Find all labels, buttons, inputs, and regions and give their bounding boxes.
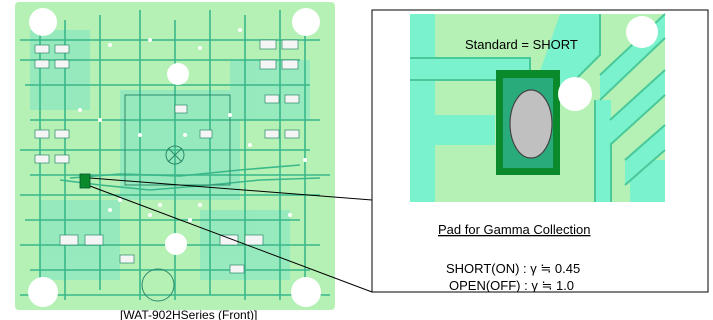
standard-label: Standard = SHORT <box>465 37 578 52</box>
short-line: SHORT(ON) : γ ≒ 0.45 <box>446 261 580 276</box>
mounting-hole-top-left <box>29 8 57 36</box>
leader-line-upper <box>89 177 373 201</box>
mounting-hole-bottom-right <box>291 277 321 307</box>
pcb-mounting-holes <box>28 8 321 307</box>
pcb-vias <box>78 28 307 222</box>
mounting-hole-mid-bottom <box>165 233 187 255</box>
pcb-board: [WAT-902HSeries (Front)] <box>15 2 335 320</box>
zoom-trace-outlines <box>410 13 666 202</box>
pad-title: Pad for Gamma Collection <box>438 222 590 237</box>
leader-line-lower <box>89 185 373 293</box>
mounting-hole-top-right <box>292 8 320 36</box>
open-line: OPEN(OFF) : γ ≒ 1.0 <box>449 278 574 293</box>
gamma-pad-oval <box>509 89 553 159</box>
leader-lines <box>89 177 373 293</box>
zoom-via-right <box>626 16 658 48</box>
mounting-hole-bottom-left <box>28 277 58 307</box>
gamma-pad-marker <box>79 173 91 189</box>
mounting-hole-mid-top <box>167 63 189 85</box>
zoom-panel: Standard = SHORT Pad for Gamma Collectio… <box>371 9 709 293</box>
zoom-via-left <box>558 77 592 111</box>
zoom-image: Standard = SHORT <box>410 13 666 202</box>
pcb-components <box>34 39 300 274</box>
board-caption: [WAT-902HSeries (Front)] <box>120 308 257 320</box>
